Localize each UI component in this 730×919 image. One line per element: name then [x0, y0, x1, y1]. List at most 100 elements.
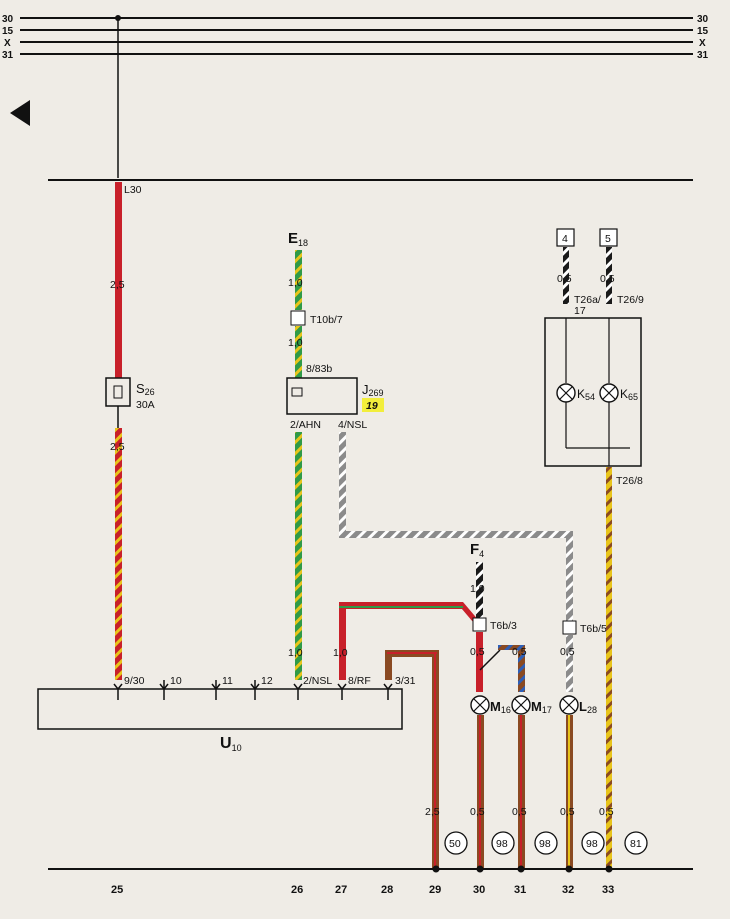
connector-t6b3-icon: [472, 617, 487, 632]
track-number-26: 26: [291, 884, 303, 896]
wire-m16-top: [476, 632, 483, 692]
u10-pin-9-30: 9/30: [124, 675, 145, 687]
connector-t26a-label: T26a/: [574, 294, 601, 306]
track-33-wire: [606, 477, 612, 868]
switch-f4-contact: [479, 649, 501, 671]
wire-size-e18-b: 1,0: [288, 337, 303, 349]
wire-size-31: 0,5: [512, 806, 527, 818]
ref-box-5-label: 5: [605, 233, 611, 245]
u10-pin-12: 12: [261, 675, 273, 687]
wire-l28-top: [566, 635, 573, 692]
ground-junctions: [432, 865, 613, 873]
pin-8-83b-label: 8/83b: [306, 363, 332, 375]
u10-connector-block: [37, 688, 403, 730]
relay-j269-label: J269: [362, 382, 384, 398]
track-number-27: 27: [335, 884, 347, 896]
k65-label: K65: [620, 387, 638, 402]
wire-size-29: 2,5: [425, 806, 440, 818]
connector-t26a-icon: [563, 294, 569, 304]
circle-ref-50: 50: [449, 838, 461, 850]
circle-ref-98-c: 98: [586, 838, 598, 850]
m16-label: M16: [490, 699, 511, 715]
wire-size-m17: 0,5: [512, 646, 527, 658]
connector-t6b3-label: T6b/3: [490, 620, 517, 632]
bus-lines: 30 15 X 31 30 15 X 31: [2, 14, 709, 61]
connector-t10b-label: T10b/7: [310, 314, 343, 326]
pin-4-nsl-label: 4/NSL: [338, 419, 367, 431]
wire-m17-jumper: [498, 645, 522, 650]
wire-size-l28-top: 0,5: [560, 646, 575, 658]
wire-nsl-route: [339, 432, 573, 621]
bus-label-15-left: 15: [2, 26, 14, 37]
relay-j269: [286, 377, 358, 415]
ref-box-4-label: 4: [562, 233, 568, 245]
wire-e18-middle: [295, 326, 302, 378]
track-number-29: 29: [429, 884, 441, 896]
m17-label: M17: [531, 699, 552, 715]
relay-coil-icon: [291, 387, 303, 397]
u10-pins: [113, 680, 393, 700]
circle-ref-81: 81: [630, 838, 642, 850]
wire-f4: [476, 562, 483, 618]
wire-size-ref-4: 0,5: [557, 273, 572, 285]
connector-t26a-pin: 17: [574, 305, 586, 317]
fuse-element-icon: [113, 385, 123, 399]
circle-ref-98-b: 98: [539, 838, 551, 850]
u10-pin-10: 10: [170, 675, 182, 687]
wire-size-25-bottom: 2,5: [110, 441, 125, 453]
bus-label-x-right: X: [699, 38, 706, 49]
bus-label-30-right: 30: [697, 14, 709, 25]
connector-t6b5-icon: [562, 620, 577, 635]
bus-label-15-right: 15: [697, 26, 709, 37]
connector-t10b-icon: [290, 310, 306, 326]
wire-size-e18-a: 1,0: [288, 277, 303, 289]
wire-size-ref-5: 0,5: [600, 273, 615, 285]
wire-size-25-top: 2,5: [110, 279, 125, 291]
connector-t26-9-label: T26/9: [617, 294, 644, 306]
track-number-32: 32: [562, 884, 574, 896]
u10-label: U10: [220, 735, 242, 753]
u10-pin-11: 11: [222, 675, 233, 687]
e18-label: E18: [288, 230, 308, 248]
wire-size-30: 0,5: [470, 806, 485, 818]
wire-size-26: 1,0: [288, 647, 303, 659]
u10-pin-2-nsl: 2/NSL: [303, 675, 332, 687]
connector-t6b5-label: T6b/5: [580, 623, 607, 635]
relay-j269-ref-highlight: [362, 398, 384, 412]
circle-ref-98-a: 98: [496, 838, 508, 850]
wire-size-f4: 1,0: [470, 583, 485, 595]
l30-label: L30: [124, 184, 142, 196]
l28-label: L28: [579, 699, 597, 715]
k54-label: K54: [577, 387, 595, 402]
connector-t26-9-icon: [606, 294, 612, 304]
track-number-31: 31: [514, 884, 526, 896]
fuse-s26-label: S26: [136, 381, 155, 397]
u10-pin-8-rf: 8/RF: [348, 675, 371, 687]
fuse-s26: [105, 377, 131, 407]
wire-size-m16: 0,5: [470, 646, 485, 658]
wire-size-27: 1,0: [333, 647, 348, 659]
relay-j269-ref: 19: [366, 400, 378, 412]
track-28-wire: [385, 650, 439, 868]
page-back-arrow-icon: [10, 100, 30, 126]
instrument-cluster-box: [544, 317, 642, 467]
wire-m17-top: [518, 645, 525, 692]
bus-label-30-left: 30: [2, 14, 14, 25]
bus-label-31-left: 31: [2, 50, 14, 61]
connector-t26-8-label: T26/8: [616, 475, 643, 487]
track-25-wire: [115, 18, 122, 680]
f4-label: F4: [470, 541, 484, 559]
connector-t26-8-icon: [606, 467, 612, 477]
track-number-25: 25: [111, 884, 123, 896]
bus-label-x-left: X: [4, 38, 11, 49]
fuse-s26-rating: 30A: [136, 399, 155, 411]
ref-box-4: [556, 228, 575, 247]
track-number-28: 28: [381, 884, 393, 896]
track-number-33: 33: [602, 884, 614, 896]
wire-size-32: 0,5: [560, 806, 575, 818]
ref-box-5: [599, 228, 618, 247]
wire-e18-upper: [295, 250, 302, 310]
bus-label-31-right: 31: [697, 50, 709, 61]
circle-refs: [444, 831, 648, 855]
